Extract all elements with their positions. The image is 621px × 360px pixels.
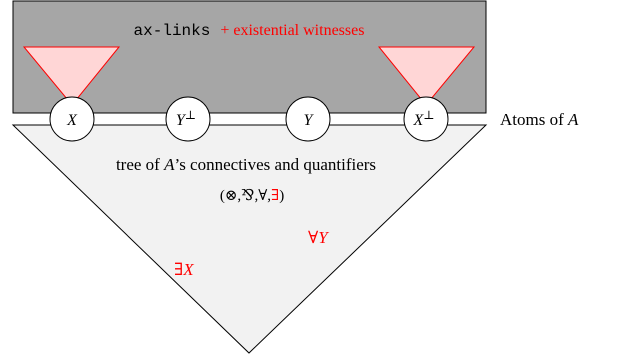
connectives-black: ⊗,⅋,∀, [225, 188, 271, 204]
atoms-side-prefix: Atoms of [500, 110, 568, 129]
connectives-list: (⊗,⅋,∀,∃) [220, 188, 284, 204]
atom-superscript: ⊥ [185, 108, 196, 122]
exists-symbol: ∃ [174, 260, 183, 279]
atom-node-0: X [49, 96, 95, 142]
connectives-open: ( [220, 188, 225, 204]
forall-symbol: ∀ [308, 228, 319, 247]
atoms-side-var: A [567, 110, 579, 129]
atom-text: Y [304, 112, 315, 129]
atom-label: X [66, 112, 78, 129]
atom-circle [403, 96, 449, 142]
forall-y-label: ∀Y [308, 228, 329, 247]
tree-caption: tree of A’s connectives and quantifiers [116, 155, 376, 174]
connective-tree-triangle [11, 124, 488, 354]
exists-x-label: ∃X [174, 260, 194, 279]
witness-triangle-right [377, 46, 476, 106]
atom-node-1: Y⊥ [165, 96, 211, 142]
atom-superscript: ⊥ [423, 108, 434, 122]
atom-node-2: Y [285, 96, 331, 142]
tree-caption-var: A [163, 155, 175, 174]
atom-text: X⊥ [412, 108, 434, 129]
tree-caption-suffix: ’s connectives and quantifiers [174, 155, 376, 174]
atoms-side-label: Atoms of A [500, 110, 579, 129]
tree-caption-prefix: tree of [116, 155, 164, 174]
ax-links-header: ax-links + existential witnesses [134, 22, 365, 40]
atom-circle [165, 96, 211, 142]
forall-var: Y [318, 228, 329, 247]
connectives-red: ∃ [271, 188, 279, 204]
ax-links-label: ax-links [134, 22, 211, 40]
atom-node-3: X⊥ [403, 96, 449, 142]
atom-text: Y⊥ [176, 108, 196, 129]
plus-witnesses-label: + existential witnesses [220, 22, 364, 39]
atom-circle [285, 96, 331, 142]
atom-circle [49, 96, 95, 142]
atom-label: Y [176, 112, 187, 129]
atom-label: X [412, 112, 424, 129]
connectives-close: ) [279, 188, 284, 204]
witness-triangle-left [22, 46, 121, 106]
exists-var: X [182, 260, 194, 279]
atom-label: Y [304, 112, 315, 129]
atom-text: X [66, 112, 78, 129]
